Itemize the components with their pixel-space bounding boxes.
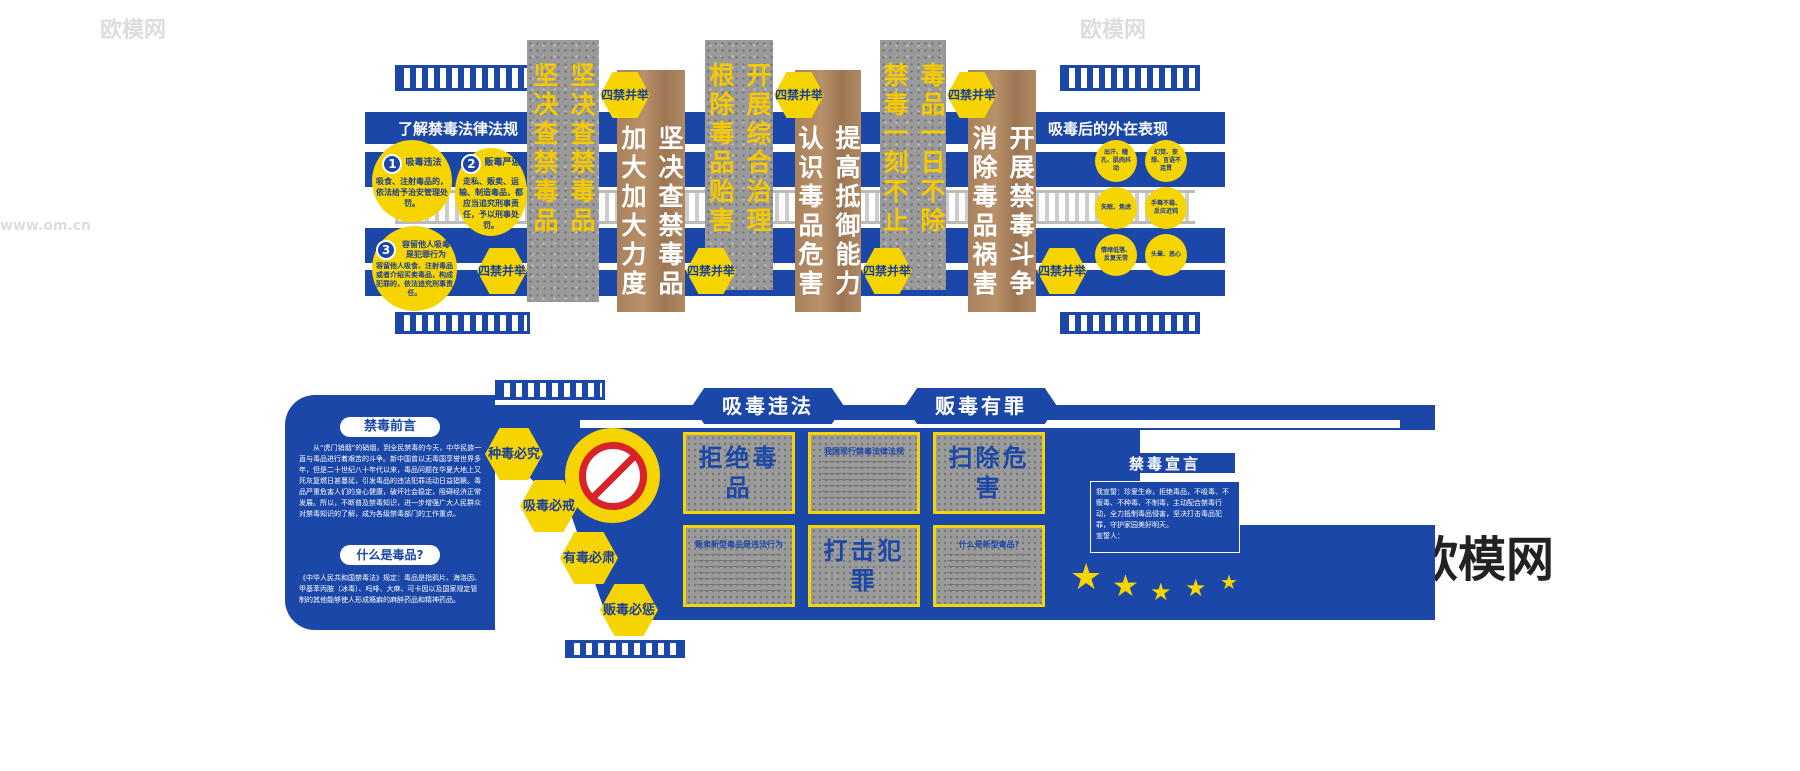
meander-border [1060,312,1200,334]
law-text-1: 吸食、注射毒品的，依法给予治安管理处罚。 [376,176,448,208]
panel-what-new-drugs: 什么是新型毒品? [933,525,1045,607]
panel-refuse-drugs: 拒绝毒品 [683,432,795,514]
star-icon: ★ [1070,557,1103,598]
banner-drug-dealing-crime: 贩毒有罪 [905,388,1057,424]
laws-title: 了解禁毒法律法规 [398,120,519,138]
prohibition-icon [578,441,647,510]
pillar-1: 坚决查禁毒品坚决查禁毒品 [527,40,599,302]
law-text-3: 容留他人吸食、注射毒品或者介绍买卖毒品，构成犯罪的，依法追究刑事责任。 [376,261,453,297]
panel-fight-crime: 打击犯罪 [808,525,920,607]
star-icon: ★ [1150,578,1172,606]
law-number-1: 1 [382,153,403,174]
meander-border [395,312,530,334]
meander-border [495,380,605,400]
what-is-drug-text: 《中华人民共和国禁毒法》规定：毒品是指鸦片、海洛因、甲基苯丙胺（冰毒）、吗啡、大… [299,574,481,604]
star-icon: ★ [1112,569,1139,604]
law-title-3: 容留他人吸毒是犯罪行为 [402,239,450,259]
panel-drug-laws: 我国现行禁毒法律法规 [808,432,920,514]
symptom-circle: 头晕、恶心 [1145,234,1187,276]
declaration-title: 禁毒宣言 [1095,453,1235,473]
pillar-6: 消除毒品祸害开展禁毒斗争 [968,70,1036,312]
symptom-circle: 失眠、焦虑 [1095,187,1137,229]
symptom-circle: 情绪低落、反复无常 [1095,234,1137,276]
meander-border [565,640,685,658]
law-number-2: 2 [461,153,482,174]
symptom-circle: 幻觉、妄想、言语不连贯 [1145,140,1187,182]
slogan-hex: 有毒必肃 [560,532,618,584]
meander-border [395,65,530,91]
declaration-sign: 宣誓人： [1096,532,1124,540]
slogan-hex: 吸毒必戒 [520,480,578,532]
no-drugs-sign [565,428,660,523]
preface-title: 禁毒前言 [340,417,440,437]
panel-new-drug-law: 贩卖新型毒品是违法行为 [683,525,795,607]
preface-text: 从“虎门销烟”的硝烟，到全民禁毒的今天，中华民族一直与毒品进行着艰苦的斗争。新中… [299,444,482,518]
law-title-2: 贩毒严惩 [484,158,521,168]
law-circle-3: 3 容留他人吸毒是犯罪行为 容留他人吸食、注射毒品或者介绍买卖毒品，构成犯罪的，依… [372,226,457,311]
law-number-3: 3 [376,239,396,260]
meander-border [1060,65,1200,91]
preface-panel: 禁毒前言 从“虎门销烟”的硝烟，到全民禁毒的今天，中华民族一直与毒品进行着艰苦的… [285,395,495,630]
white-stripe [580,420,1400,428]
watermark: 欧模网 [1080,18,1147,43]
badge-hex: 四禁并举 [1037,248,1087,294]
law-title-1: 吸毒违法 [405,158,442,168]
slogan-hex: 贩毒必惩 [600,584,658,636]
watermark-url: www.om.cn [0,218,92,234]
watermark: 欧模网 [100,18,167,43]
syringe-icon: ✎ [517,581,554,619]
symptoms-title: 吸毒后的外在表现 [1048,120,1169,138]
symptom-circle: 出汗、瞳孔、肌肉抖动 [1095,140,1137,182]
banner-drug-use-illegal: 吸毒违法 [692,388,844,424]
law-text-2: 走私、贩卖、运输、制造毒品，都应当追究刑事责任，予以刑事处罚。 [459,176,523,230]
panel-eliminate-harm: 扫除危害 [933,432,1045,514]
symptom-circle: 手舞不稳、反应迟钝 [1145,187,1187,229]
declaration-box: 我宣誓：珍爱生命，拒绝毒品，不吸毒、不贩毒、不种毒、不制毒，主动配合禁毒行动，全… [1090,481,1240,553]
star-icon: ★ [1185,574,1207,602]
what-is-drug-title: 什么是毒品? [340,545,440,565]
star-icon: ★ [1220,570,1238,594]
declaration-text: 我宣誓：珍爱生命，拒绝毒品，不吸毒、不贩毒、不种毒、不制毒，主动配合禁毒行动，全… [1096,488,1229,529]
